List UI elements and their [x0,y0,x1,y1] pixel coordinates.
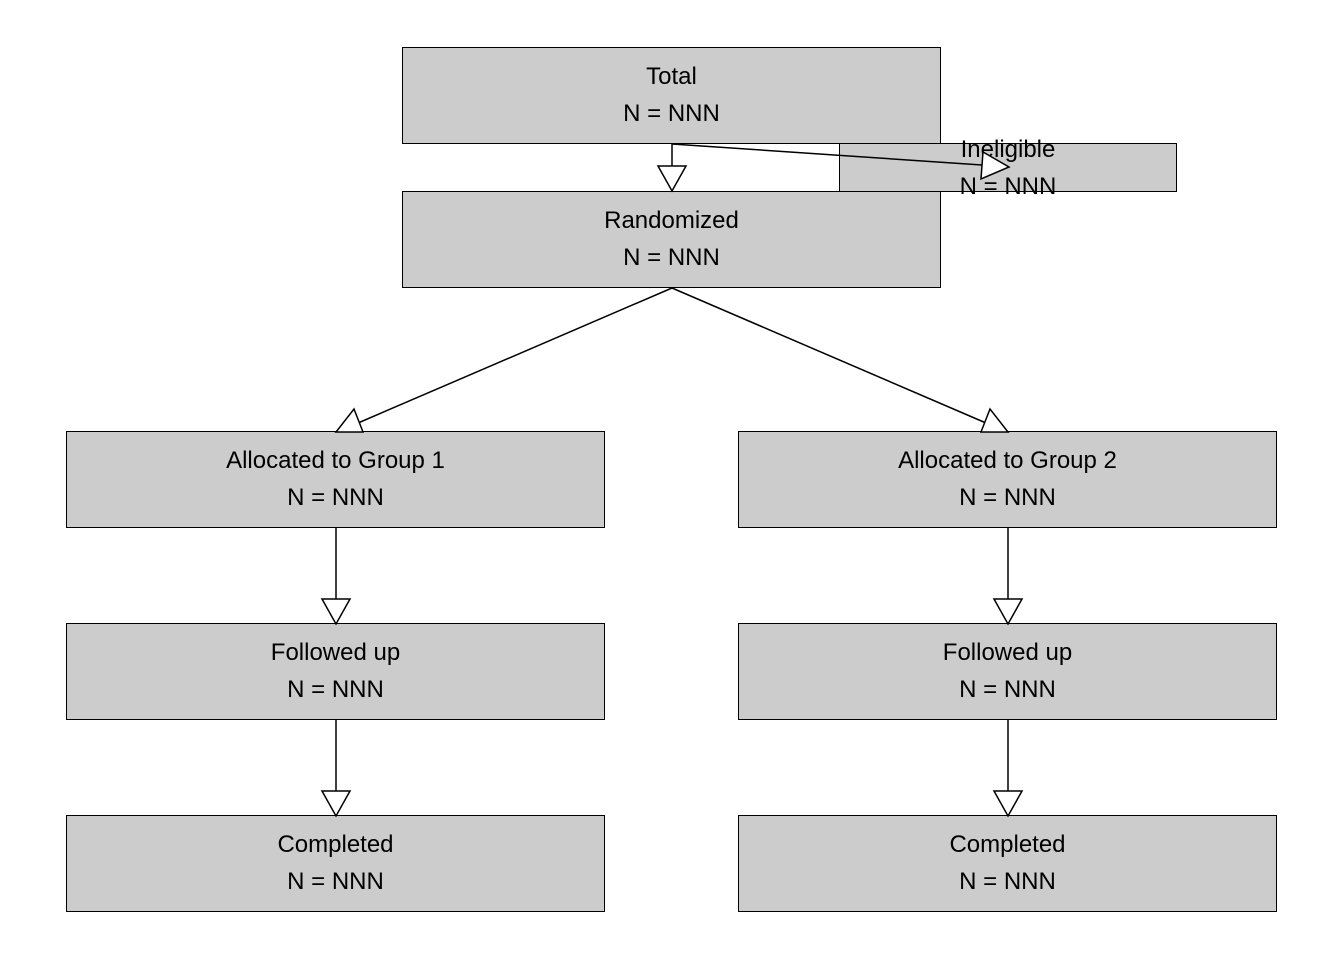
arrowhead [334,407,365,433]
node-followup1-title: Followed up [270,639,401,666]
node-randomized-title: Randomized [604,207,739,234]
arrowhead [980,150,1011,181]
node-ineligible-count: N = NNN [959,173,1057,200]
node-group1-title: Allocated to Group 1 [226,447,445,474]
arrowhead [656,165,688,193]
arrowhead [320,598,352,626]
node-total-count: N = NNN [623,100,720,127]
edge-followup2-completed2 [992,720,1024,818]
node-ineligible-title: Ineligible [960,136,1056,163]
edge-group2-followup2 [992,528,1024,626]
node-completed1-title: Completed [277,831,394,858]
node-followup2-title: Followed up [942,639,1073,666]
node-followup1-count: N = NNN [287,676,384,703]
node-group2-title: Allocated to Group 2 [898,447,1117,474]
arrowhead [992,598,1024,626]
node-completed2-count: N = NNN [959,868,1056,895]
node-completed2-title: Completed [949,831,1066,858]
node-completed1: Completed N = NNN [66,815,605,912]
edge-total-ineligible [671,143,1011,181]
node-group1-count: N = NNN [287,484,384,511]
edge-followup1-completed1 [320,720,352,818]
edge-randomized-group1 [334,287,673,433]
edge-randomized-group2 [671,287,1010,433]
node-total: Total N = NNN [402,47,941,144]
node-followup2-count: N = NNN [959,676,1056,703]
node-completed1-count: N = NNN [287,868,384,895]
node-followup1: Followed up N = NNN [66,623,605,720]
node-group1: Allocated to Group 1 N = NNN [66,431,605,528]
arrowhead [320,790,352,818]
node-group2-count: N = NNN [959,484,1056,511]
node-ineligible: Ineligible N = NNN [839,136,1177,200]
node-followup2: Followed up N = NNN [738,623,1277,720]
node-randomized-count: N = NNN [623,244,720,271]
node-total-title: Total [646,63,697,90]
edge-total-randomized [656,144,688,193]
arrowhead [979,407,1010,433]
node-group2: Allocated to Group 2 N = NNN [738,431,1277,528]
edge-group1-followup1 [320,528,352,626]
node-completed2: Completed N = NNN [738,815,1277,912]
arrowhead [992,790,1024,818]
